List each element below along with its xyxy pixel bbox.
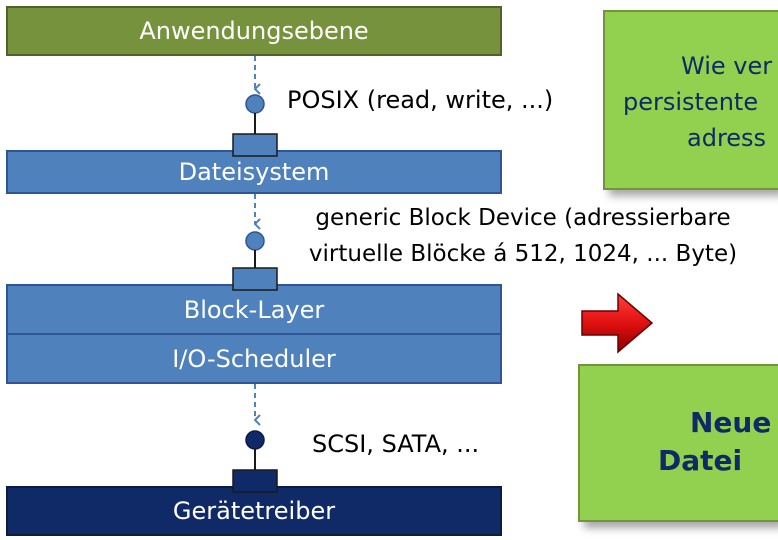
scsi-interface — [232, 384, 278, 493]
layer-application-label: Anwendungsebene — [139, 17, 369, 45]
block-device-label-line1: generic Block Device (adressierbare — [315, 205, 731, 231]
layer-filesystem: Dateisystem — [6, 150, 502, 194]
callout-top-line2: persistente — [623, 88, 759, 116]
posix-label: POSIX (read, write, ...) — [287, 86, 554, 114]
callout-bottom-line2: Datei — [658, 444, 743, 477]
scsi-label: SCSI, SATA, ... — [312, 430, 480, 458]
layer-io-scheduler: I/O-Scheduler — [6, 334, 502, 384]
block-device-interface — [232, 194, 278, 291]
callout-bottom: Neue Datei — [578, 364, 778, 522]
red-arrow-icon — [581, 292, 654, 354]
block-device-label: generic Block Device (adressierbare virt… — [288, 200, 758, 272]
layer-io-scheduler-label: I/O-Scheduler — [172, 344, 336, 373]
callout-top: Wie ver persistente adress — [603, 10, 778, 190]
callout-bottom-line1: Neue — [690, 406, 772, 439]
posix-interface — [232, 56, 278, 157]
callout-top-line1: Wie ver — [681, 52, 773, 80]
layer-block-label: Block-Layer — [183, 295, 325, 324]
layer-application: Anwendungsebene — [6, 6, 502, 56]
callout-top-line3: adress — [687, 124, 767, 152]
layer-driver-label: Gerätetreiber — [172, 497, 336, 525]
layer-block: Block-Layer — [6, 284, 502, 334]
block-device-label-line2: virtuelle Blöcke á 512, 1024, ... Byte) — [308, 241, 738, 267]
layer-filesystem-label: Dateisystem — [178, 158, 330, 186]
